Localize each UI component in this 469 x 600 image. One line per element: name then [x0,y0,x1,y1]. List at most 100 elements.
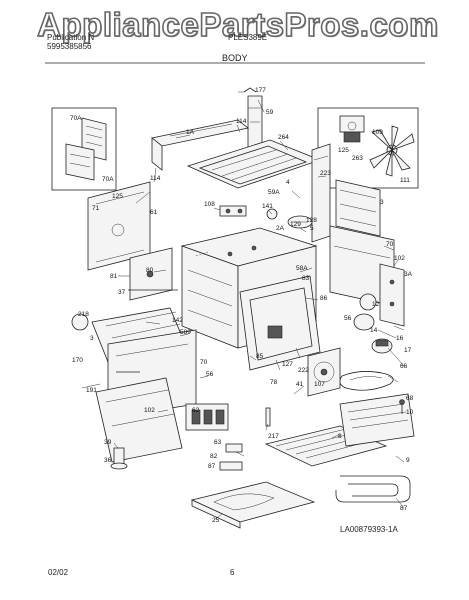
callout-16: 16 [396,335,404,342]
bracket-87 [219,461,243,471]
callout-111: 111 [400,177,410,184]
callout-191: 191 [86,387,97,394]
callout-217: 217 [268,433,279,440]
fan-shroud-107 [307,347,341,397]
callout-102-left: 102 [144,407,155,414]
sensor-218 [71,313,89,331]
callout-71: 71 [92,205,100,212]
callout-177: 177 [255,87,266,94]
leader-lines [81,91,405,521]
side-panel-223 [311,143,331,243]
callout-142: 142 [172,317,183,324]
callout-5: 5 [310,225,314,232]
callout-107: 107 [314,381,325,388]
callout-114-left: 114 [150,175,161,182]
callout-25: 25 [212,517,220,524]
callout-108: 108 [204,201,215,208]
callout-3-top: 3 [380,199,384,206]
publication-block: Publication N 5995385856 [47,33,94,51]
callout-59a: 59A [268,189,280,196]
callout-127: 127 [282,361,293,368]
inset-box-70a [51,107,117,191]
callout-17: 17 [404,347,412,354]
callout-56-right: 56 [344,315,352,322]
rear-plate-81 [129,247,173,301]
callout-78: 78 [270,379,278,386]
callout-102-right: 102 [394,255,405,262]
callout-264: 264 [278,134,289,141]
model-number: PLES389E [228,33,268,42]
rear-panel-3 [335,179,381,237]
callout-labels: 177 5 9 1A 114 264 109 125 263 111 223 70… [70,87,414,524]
oven-top-panel [186,139,322,189]
drip-pan-25 [190,481,316,529]
callout-70a-top: 70A [70,115,82,122]
callout-61: 61 [150,209,158,216]
callout-263: 263 [352,155,363,162]
terminal-block-62 [185,403,229,431]
vent-duct [243,87,263,151]
bracket-82 [225,443,243,453]
callout-39: 39 [104,439,112,446]
insulation-panel-70a [65,117,107,181]
callout-87-right: 87 [400,505,408,512]
bake-element-87 [335,475,411,503]
bake-element-bracket [219,205,247,217]
callout-58a: 58A [296,265,308,272]
callout-10: 10 [406,409,414,416]
callout-125-left: 125 [112,193,123,200]
callout-218: 218 [78,311,89,318]
callout-82: 82 [210,453,218,460]
page-number: 6 [230,568,235,577]
leveling-leg-36 [110,447,128,470]
convection-fan-blade [369,125,415,177]
callout-141: 141 [262,203,273,210]
callout-68: 68 [406,395,414,402]
publication-number: 5995385856 [47,42,92,51]
callout-83: 83 [302,275,310,282]
publication-label: Publication N [47,33,95,42]
diagram-code: LA00879393-1A [340,525,398,534]
broil-element-66 [339,371,394,391]
callout-3a: 3A [404,271,413,278]
callout-36: 36 [104,457,112,464]
callout-223: 223 [320,170,331,177]
callout-85: 85 [256,353,264,360]
footer-date: 02/02 [48,568,69,577]
pin-217 [265,407,271,427]
inset-box-convection-fan [317,107,419,189]
top-trim-1a [151,119,249,171]
bracket-102 [379,263,405,327]
callout-56-left: 56 [206,371,214,378]
callout-86: 86 [320,295,328,302]
callout-129: 129 [290,221,301,228]
callout-12: 12 [372,301,380,308]
fastener-68-10 [399,399,405,414]
callout-114-top: 114 [236,118,247,125]
convection-motor-assembly [339,115,365,143]
front-frame [239,275,321,371]
section-title: BODY [222,53,248,63]
callout-70a-bottom: 70A [102,176,114,183]
callout-62: 62 [192,407,200,414]
callout-66: 66 [400,363,408,370]
callout-8: 8 [338,433,342,440]
callout-41: 41 [296,381,304,388]
broil-pan-9 [339,393,415,447]
callout-80: 80 [146,267,154,274]
callout-37: 37 [118,289,126,296]
callout-14: 14 [370,327,378,334]
callout-170: 170 [72,357,83,364]
callout-2a: 2A [276,225,285,232]
motor-assembly [353,293,393,354]
callout-125-inset: 125 [338,147,349,154]
callout-70-left: 70 [200,359,208,366]
callout-1a: 1A [186,129,195,136]
callout-4: 4 [286,179,290,186]
callout-81: 81 [110,273,118,280]
bottom-cover-102 [95,377,183,463]
callout-109: 109 [372,129,383,136]
callout-9: 9 [406,457,410,464]
